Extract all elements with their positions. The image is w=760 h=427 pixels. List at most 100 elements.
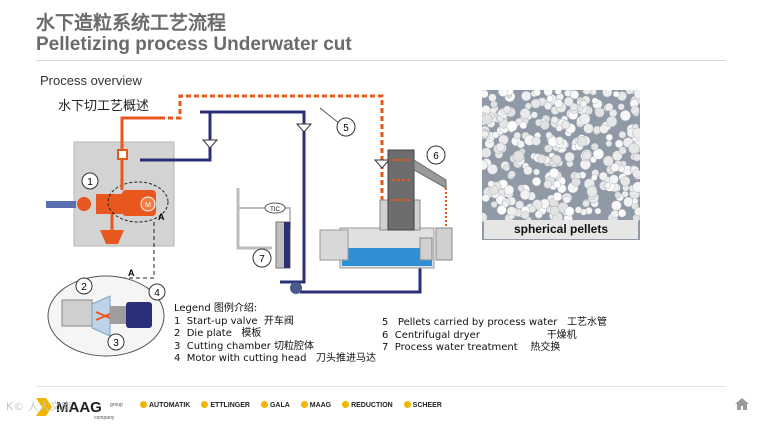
legend-title: Legend 图例介绍:: [174, 303, 258, 314]
pellet: [602, 90, 613, 98]
pellet: [553, 180, 562, 189]
legend-item-4: 4 Motor with cutting head 刀头推进马达: [174, 353, 377, 364]
die-plate: [96, 194, 122, 214]
pellet: [610, 163, 620, 172]
pellet: [552, 191, 563, 202]
pellet: [546, 95, 554, 103]
pellet: [533, 90, 541, 97]
valve-icon: [117, 149, 128, 160]
pellet: [512, 150, 525, 162]
screen-box: [319, 229, 349, 261]
pellet: [632, 169, 640, 178]
pellet: [482, 130, 489, 138]
legend-item-1: 1 Start-up valve 开车阀: [174, 315, 294, 327]
centrifugal-dryer: [387, 149, 415, 231]
callout-4-label: 4: [154, 288, 160, 299]
pellet: [578, 113, 591, 125]
pellet: [591, 174, 598, 181]
pellet: [582, 199, 590, 208]
pellet: [632, 181, 640, 193]
pellet: [617, 208, 627, 218]
motor-label: M: [145, 202, 151, 209]
pellet: [544, 102, 552, 111]
pellet: [490, 201, 498, 208]
pellet: [487, 163, 498, 175]
callout-3: [107, 333, 125, 351]
pellet: [582, 150, 592, 161]
pellet: [574, 172, 582, 180]
motor-icon: [140, 196, 156, 212]
pellet: [482, 194, 490, 203]
pellet: [543, 180, 552, 189]
brand-ettlinger: ETTLINGER: [201, 401, 250, 409]
discharge-chute: [413, 159, 447, 189]
pellet: [530, 98, 541, 109]
water-level: [342, 248, 432, 266]
pellet: [605, 133, 613, 142]
pellet-texture: [482, 90, 640, 224]
pellet: [506, 206, 517, 217]
title-divider: [36, 60, 726, 61]
pellet: [482, 90, 489, 99]
callout-2: [75, 277, 93, 295]
pellet: [488, 93, 497, 102]
maag-logo-sub: company: [94, 415, 115, 420]
home-icon[interactable]: [734, 397, 750, 411]
pellet: [625, 90, 634, 95]
pellet: [617, 103, 625, 111]
pellet: [517, 140, 525, 149]
pellet: [544, 144, 553, 153]
callout-5-label: 5: [343, 123, 349, 134]
pellet: [594, 107, 605, 118]
callout-7: [252, 248, 272, 268]
pellet: [531, 136, 541, 146]
pipe-inlet: [120, 116, 160, 190]
pellet: [618, 131, 627, 139]
pellet: [496, 204, 507, 215]
pellet: [528, 205, 537, 213]
callout-1-label: 1: [87, 177, 93, 188]
brand-bar: AUTOMATIK ETTLINGER GALA MAAG REDUCTION …: [140, 401, 451, 409]
pellet: [534, 210, 543, 219]
pipe-pellets-carried: [160, 94, 384, 200]
start-up-valve: [77, 197, 91, 211]
pellet: [523, 165, 533, 176]
pellet: [508, 170, 516, 179]
brand-automatik: AUTOMATIK: [140, 401, 190, 409]
pellet: [517, 184, 525, 192]
pellet: [586, 186, 598, 198]
pellet: [503, 105, 512, 114]
pellet: [555, 124, 563, 132]
pump-icon: [290, 282, 302, 294]
pellet: [630, 105, 640, 115]
pellet: [609, 174, 619, 185]
pellet: [536, 154, 547, 164]
section-marker-2: A: [128, 268, 135, 278]
legend-item-2: 2 Die plate 模板: [174, 328, 262, 339]
pellet: [605, 103, 614, 112]
brand-gala: GALA: [260, 401, 290, 409]
pellet: [582, 90, 592, 95]
overview-label-en: Process overview: [40, 73, 142, 88]
pellet: [506, 120, 518, 132]
pellet: [503, 184, 515, 196]
callout-7-label: 7: [259, 254, 265, 265]
pellet: [515, 200, 525, 210]
pellet: [498, 90, 509, 97]
line-valve-2: [295, 123, 313, 133]
pellet: [591, 97, 599, 105]
footer-divider: [36, 386, 726, 387]
pellet: [482, 147, 492, 158]
callout-2-label: 2: [81, 282, 87, 293]
page-title-cn: 水下造粒系统工艺流程: [36, 12, 227, 34]
pellet: [633, 90, 640, 100]
pellet: [599, 124, 609, 134]
pellet: [590, 142, 599, 151]
pellet: [521, 90, 532, 102]
watermark: K© 人人文库: [6, 400, 72, 413]
photo-caption: spherical pellets: [484, 220, 638, 239]
pellet: [628, 142, 640, 155]
pipe-bypass: [236, 188, 272, 250]
pellet: [579, 100, 587, 108]
drain-hopper: [100, 230, 124, 244]
